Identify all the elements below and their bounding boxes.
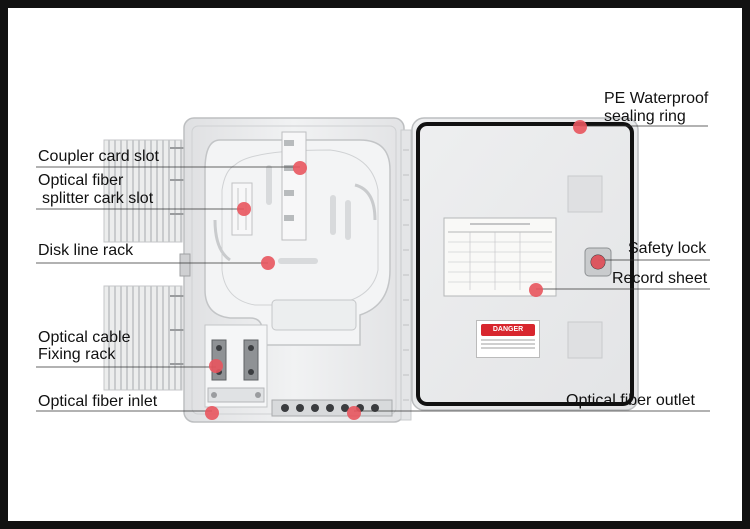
callout-lines <box>36 125 710 412</box>
danger-sticker: DANGER <box>476 320 540 358</box>
label-optical-cable: Optical cable <box>38 329 131 346</box>
coupler-card-slot <box>281 131 307 241</box>
label-coupler-card-slot: Coupler card slot <box>38 148 159 165</box>
label-fixing-rack: Fixing rack <box>38 346 116 363</box>
marker-splitter <box>237 202 251 216</box>
door-clip-top <box>567 175 603 213</box>
danger-label: DANGER <box>481 324 535 336</box>
label-sealing-ring: sealing ring <box>604 108 686 125</box>
marker-seal <box>573 120 587 134</box>
marker-inlet <box>205 406 219 420</box>
label-splitter-cark-slot: splitter cark slot <box>42 190 154 207</box>
label-disk-line-rack: Disk line rack <box>38 242 134 259</box>
label-record-sheet: Record sheet <box>612 270 708 287</box>
label-optical-fiber-inlet: Optical fiber inlet <box>38 393 158 410</box>
marker-lock <box>591 255 605 269</box>
mounting-bracket-top <box>103 139 190 243</box>
label-optical-fiber-outlet: Optical fiber outlet <box>566 392 695 409</box>
marker-coupler <box>293 161 307 175</box>
marker-fixing-rack <box>209 359 223 373</box>
side-latch <box>179 253 191 277</box>
marker-record-sheet <box>529 283 543 297</box>
marker-outlet <box>347 406 361 420</box>
label-optical-fiber: Optical fiber <box>38 172 124 189</box>
waterproof-seal-ring <box>416 122 634 406</box>
label-safety-lock: Safety lock <box>628 240 707 257</box>
label-pe-waterproof: PE Waterproof <box>604 90 709 107</box>
outlet-ports <box>271 399 393 417</box>
mounting-bracket-bottom <box>103 285 190 391</box>
enclosure-door <box>411 117 639 411</box>
door-clip-bottom <box>567 321 603 359</box>
marker-disk-rack <box>261 256 275 270</box>
markers <box>205 120 605 420</box>
record-sheet <box>443 217 557 297</box>
hinge-strip <box>400 129 412 421</box>
